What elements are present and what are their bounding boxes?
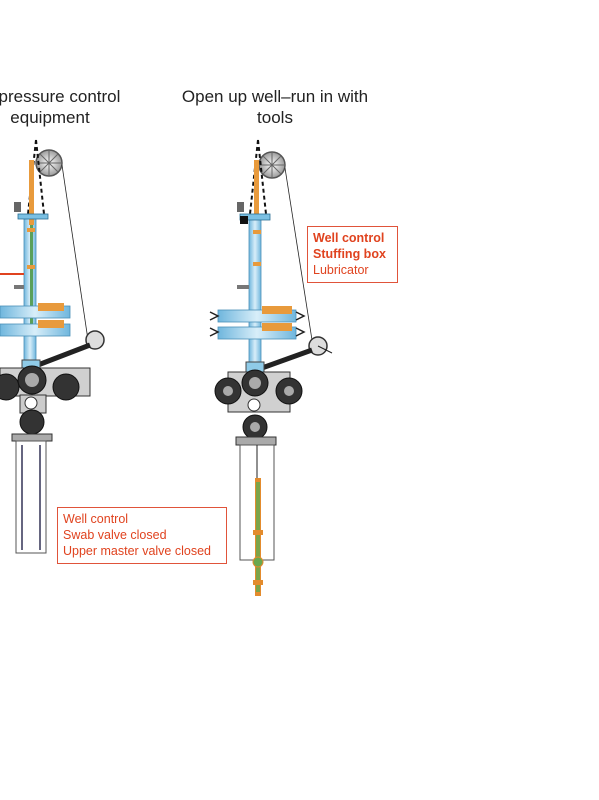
- left-tool-string-upper: [29, 160, 34, 225]
- callout-line: Well control: [313, 231, 385, 245]
- left-tool-string-green: [30, 225, 33, 325]
- callout-line: Stuffing box: [313, 247, 386, 261]
- left-casing: [15, 440, 47, 554]
- right-assembly: [209, 139, 333, 596]
- well-control-callout: Well control Swab valve closed Upper mas…: [57, 507, 227, 564]
- left-master-valve: [19, 409, 45, 435]
- left-wire-line: [61, 164, 89, 341]
- callout-line: Swab valve closed: [63, 528, 167, 542]
- callout-line: Lubricator: [313, 263, 369, 277]
- right-wire-line: [284, 167, 313, 341]
- right-tool-string: [252, 478, 264, 596]
- right-lubricator: [248, 214, 262, 366]
- callout-line: Well control: [63, 512, 129, 526]
- right-sheave-wheel: [258, 151, 286, 179]
- callout-line: Upper master valve closed: [63, 544, 211, 558]
- left-sheave-wheel: [35, 149, 63, 177]
- left-panel-title: of pressure control equipment: [0, 87, 121, 127]
- stuffing-box-callout: Well control Stuffing box Lubricator: [307, 226, 398, 283]
- right-panel-title: Open up well–run in with tools: [181, 87, 369, 127]
- left-spool-wheel: [85, 330, 105, 350]
- left-assembly: [0, 139, 105, 554]
